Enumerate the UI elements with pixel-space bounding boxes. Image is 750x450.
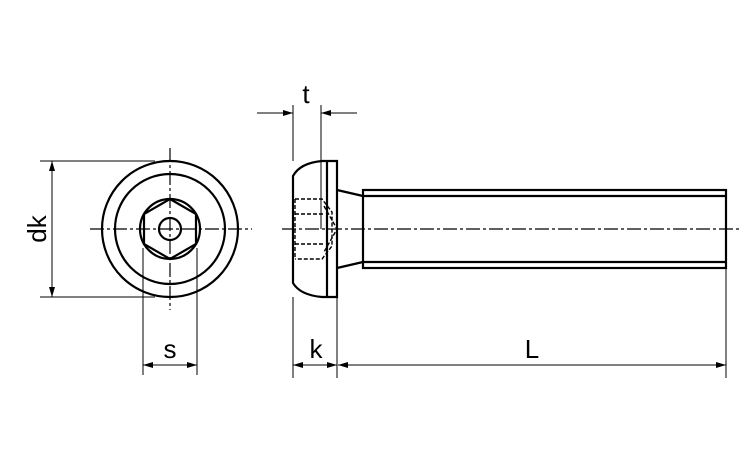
dk-dimension: dk: [22, 160, 155, 298]
side-view: [282, 159, 740, 299]
k-dimension: k: [292, 297, 338, 378]
k-label: k: [310, 334, 324, 364]
t-label: t: [302, 79, 310, 109]
under-head-fillet: [336, 188, 364, 270]
L-dimension: L: [338, 268, 727, 378]
dk-label: dk: [22, 214, 52, 242]
L-label: L: [525, 334, 539, 364]
front-view: [90, 148, 252, 310]
button-head: [291, 159, 339, 299]
s-dimension: s: [142, 248, 198, 375]
t-dimension: t: [257, 79, 357, 229]
s-label: s: [164, 334, 177, 364]
